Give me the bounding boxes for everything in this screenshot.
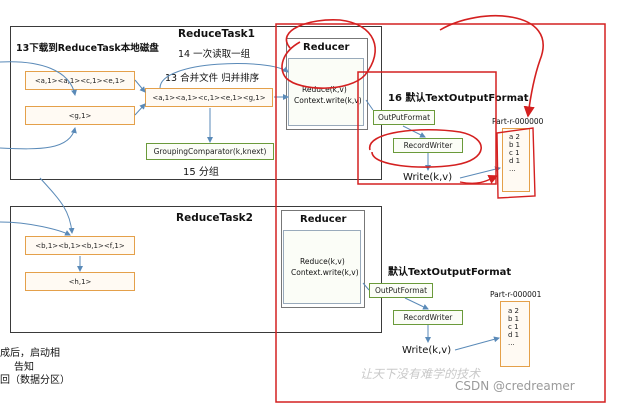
credit: CSDN @credreamer [455,379,575,393]
recordwriter1-box: RecordWriter [393,138,463,153]
left-note-3: 回（数据分区） [0,375,70,386]
part1-title: Part-r-000000 [492,117,544,126]
merged-file: <a,1><a,1><c,1><e,1><g,1> [145,88,273,107]
write2-label: Write(k,v) [402,345,452,356]
red-recordwriter-ellipse [369,128,482,168]
arrow-reducer1-format [365,99,374,111]
file2-row-2: <h,1> [25,272,135,291]
arrow-from-left2 [0,127,77,150]
reducer1-inner [288,58,364,126]
arrow-reducer2-format [362,282,370,291]
reducer2-reduce-call: Reduce(k,v) [300,257,345,266]
reducer2-context-write: Context.write(k,v) [291,268,359,277]
part2-line: b 1 [508,315,520,323]
part2-line: a 2 [508,307,519,315]
left-note-2: 告知 [14,362,34,373]
red-curve-write [459,174,499,185]
recordwriter2-box: RecordWriter [393,310,463,325]
write1-label: Write(k,v) [403,172,453,183]
part2-line: d 1 [508,331,520,339]
part1-line: d 1 [509,157,521,165]
grouping-comparator: GroupingComparator(k,knext) [146,143,274,160]
group-label: 15 分组 [183,167,219,178]
part2-line: ... [508,339,515,347]
read-group-label: 14 一次读取一组 [178,49,251,60]
merge-label: 13 合并文件 归并排序 [165,73,260,84]
reducer2-inner [283,230,361,304]
arrow-outputformat-recordwriter1 [402,125,426,138]
reducetask1-title: ReduceTask1 [178,28,255,40]
format2-label: 默认TextOutputFormat [388,267,512,278]
format1-label: 16 默认TextOutputFormat [388,93,529,104]
part1-line: c 1 [509,149,520,157]
reducetask2-box [10,206,382,333]
file2-row-1: <b,1><b,1><b,1><f,1> [25,236,135,255]
part1-line: b 1 [509,141,521,149]
part2-file: a 2 b 1 c 1 d 1 ... [500,301,530,367]
reducer1-title: Reducer [303,42,350,53]
reducetask2-title: ReduceTask2 [176,212,253,224]
part1-file: a 2 b 1 c 1 d 1 ... [502,128,530,192]
part2-line: c 1 [508,323,519,331]
outputformat2-box: OutPutFormat [369,283,433,298]
arrow-down-left [39,177,75,234]
reducer1-context-write: Context.write(k,v) [294,96,362,105]
reducer1-reduce-call: Reduce(k,v) [302,85,347,94]
reducer1-box [286,38,368,130]
reducer2-box [281,210,365,308]
arrow-write-part1 [459,166,501,179]
arrow-row1-merge [134,79,146,93]
red-outer-rect [275,23,606,403]
arrow-from-left1 [0,61,77,96]
file-row-1: <a,1><a,1><c,1><e,1> [25,71,135,90]
red-format-rect [357,71,497,185]
arrow-read-group [159,63,289,89]
download-label: 13下载到ReduceTask本地磁盘 [16,43,159,54]
arrow-row2-merge [134,103,146,116]
outputformat1-box: OutPutFormat [373,110,435,125]
red-reducer-circle [281,19,376,89]
reducetask1-box [10,26,382,180]
red-part-box [496,127,536,199]
arrow-outputformat-recordwriter2 [404,297,429,310]
red-curve-top [439,15,544,118]
part1-line: a 2 [509,133,520,141]
watermark: 让天下没有难学的技术 [360,367,481,381]
left-note-1: 成后，启动相 [0,348,60,359]
arrow-write-part2 [454,336,500,351]
file-row-2: <g,1> [25,106,135,125]
part2-title: Part-r-000001 [490,290,542,299]
part1-line: ... [509,165,516,173]
arrow-from-left3 [0,221,71,236]
reducer2-title: Reducer [300,214,347,225]
